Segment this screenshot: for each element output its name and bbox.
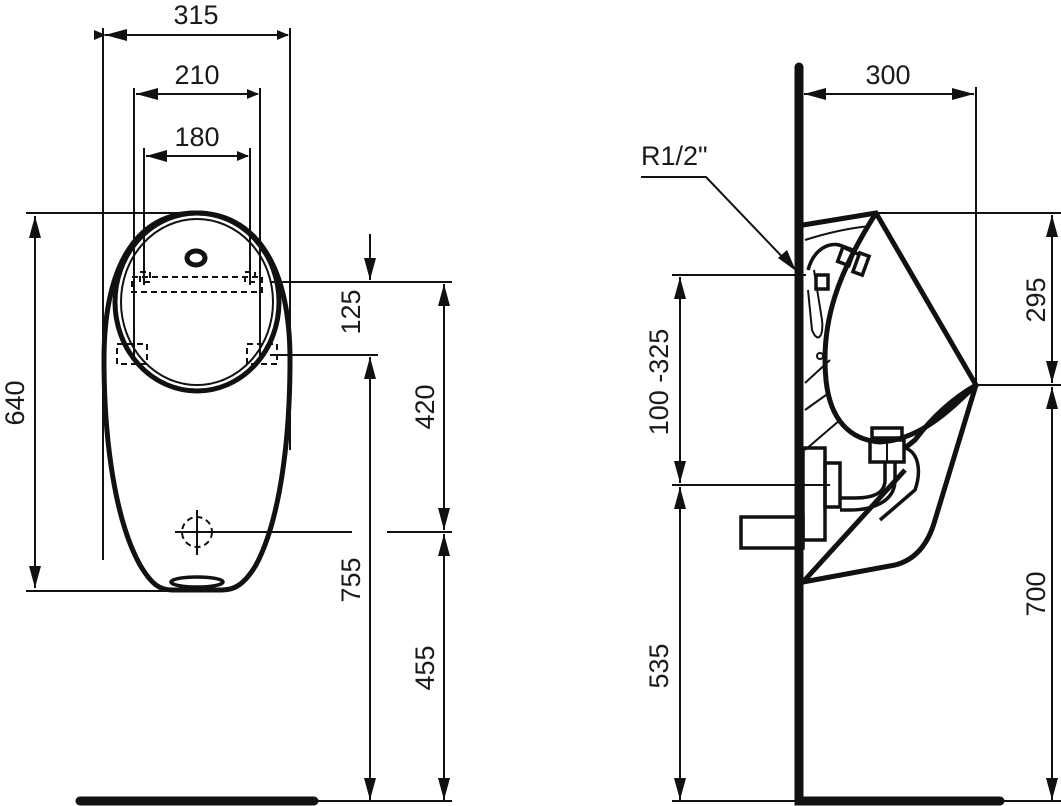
inner-brace-3 — [804, 419, 841, 451]
wall-and-floor-line — [794, 62, 1005, 806]
arrowhead — [1046, 215, 1058, 237]
dimension-label-fixing-to-floor: 755 — [336, 557, 366, 602]
spreader-nozzle — [816, 352, 824, 360]
trap-housing — [878, 446, 921, 522]
arrowhead — [438, 508, 450, 530]
front-view: 315 210 180 6 — [0, 0, 452, 806]
spreader-pipe — [807, 269, 824, 339]
inlet-nut-2 — [850, 250, 872, 278]
bottom-diagonal-support — [801, 468, 907, 584]
waste-pipe-bend — [840, 462, 887, 500]
inner-rim-line — [804, 225, 871, 241]
dimension-label-rim-to-floor: 700 — [1021, 571, 1051, 616]
arrowhead — [778, 250, 796, 271]
arrowhead — [364, 778, 376, 800]
arrowhead — [146, 150, 167, 162]
dimension-label-outlet-to-floor: 455 — [410, 645, 440, 690]
arrowhead — [105, 29, 127, 41]
arrowhead — [1046, 778, 1058, 800]
dimension-label-fixing-inner: 180 — [174, 122, 219, 152]
inlet-nut-1 — [835, 244, 857, 268]
inlet-thread-label: R1/2" — [641, 141, 708, 171]
dimension-label-fixing-to-outlet: 420 — [410, 384, 440, 429]
waste-pipe-bend-outer — [840, 462, 897, 512]
urinal-side-lower — [802, 384, 979, 585]
arrowhead — [438, 534, 450, 556]
arrowhead — [1046, 387, 1058, 409]
arrowhead — [674, 461, 686, 483]
dimension-label-body-height: 640 — [0, 380, 30, 425]
dimension-label-top-to-rim: 295 — [1021, 277, 1051, 322]
waste-cap — [870, 426, 904, 440]
dimension-label-fixing-outer: 210 — [174, 60, 219, 90]
bottom-drain-slot — [169, 575, 225, 589]
arrowhead — [438, 284, 450, 306]
arrowhead — [674, 778, 686, 800]
arrowhead — [674, 487, 686, 509]
upper-fixing-point-left — [139, 271, 151, 283]
inlet-hole — [184, 248, 208, 268]
arrowhead — [952, 88, 974, 100]
dimension-label-inlet-range: 100 -325 — [644, 329, 674, 436]
dimension-label-overall-width: 315 — [173, 0, 218, 30]
wall-waste-pipe — [739, 515, 805, 550]
dimension-label-waste-to-floor: 535 — [644, 643, 674, 688]
side-view: 300 R1/2" — [641, 60, 1061, 806]
spreader-fitting — [814, 273, 830, 291]
arrowhead — [804, 88, 826, 100]
arrowhead — [29, 566, 41, 588]
bowl-opening-outer — [112, 210, 282, 394]
dimension-label-fixing-spacing: 125 — [336, 289, 366, 334]
upper-fixing-point-right — [244, 271, 256, 283]
lower-fixing-left-hidden — [116, 343, 148, 365]
arrowhead — [364, 258, 376, 280]
dimension-label-projection: 300 — [865, 60, 910, 90]
arrowhead — [674, 277, 686, 299]
urinal-body-outline — [101, 210, 293, 593]
inner-brace-1 — [804, 359, 831, 384]
inner-brace-2 — [804, 394, 827, 411]
arrowhead — [438, 778, 450, 800]
wall-waste-collar — [801, 446, 827, 542]
upper-fixing-bracket-hidden — [131, 276, 263, 293]
arrowhead — [1046, 361, 1058, 383]
arrowhead — [364, 357, 376, 379]
inlet-leader-line — [641, 176, 791, 266]
arrowhead — [29, 216, 41, 238]
bowl-inner-curve — [822, 211, 978, 445]
arrowhead — [136, 88, 158, 100]
bowl-opening-inner — [120, 218, 274, 386]
urinal-front-edge — [875, 212, 977, 386]
